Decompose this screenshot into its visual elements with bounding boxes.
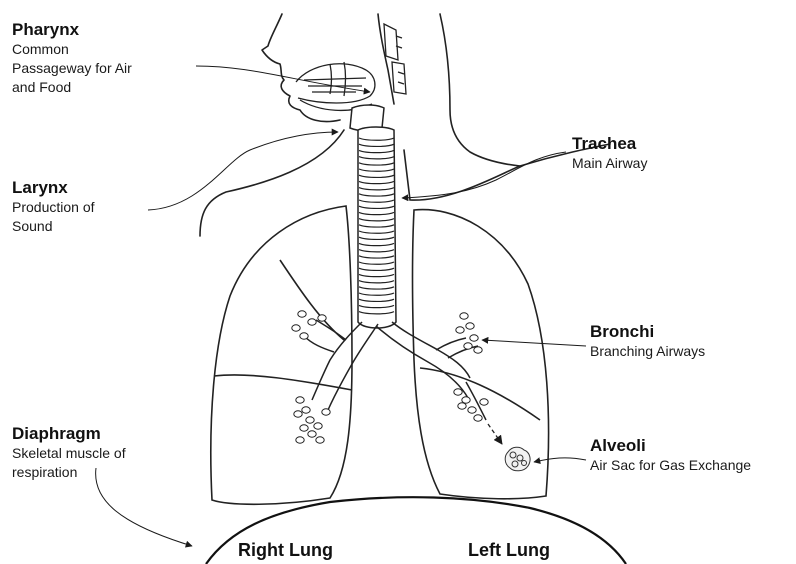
diaphragm-label: Diaphragm Skeletal muscle of respiration [12,424,126,482]
bronchiole-bud [302,407,310,413]
bronchiole-bud [462,397,470,403]
bronchiole-bud [458,403,466,409]
right-lung-shape [211,206,352,504]
bronchi-title: Bronchi [590,322,705,342]
bronchiole-bud [308,319,316,325]
bronchiole-bud [322,409,330,415]
alveoli-sac [505,447,530,471]
bronchiole-bud [470,335,478,341]
bronchiole-bud [466,323,474,329]
trachea-desc: Main Airway [572,154,647,173]
larynx-arrow [148,132,338,210]
bronchiole-bud [306,417,314,423]
bronchiole-bud [454,389,462,395]
bronchiole-bud [314,423,322,429]
bronchi-arrow [482,340,586,346]
bronchiole-bud [468,407,476,413]
left-lung-label: Left Lung [468,540,550,561]
diaphragm-title: Diaphragm [12,424,126,444]
bronchiole-bud [296,397,304,403]
bronchiole-bud [464,343,472,349]
alveoli-dashed-pointer [488,424,502,444]
bronchiole-bud [296,437,304,443]
bronchiole-bud [474,347,482,353]
larynx-desc-line-2: Sound [12,217,95,236]
bronchiole-bud [298,311,306,317]
larynx-desc-line-1: Production of [12,198,95,217]
pharynx-label: Pharynx Common Passageway for Air and Fo… [12,20,132,97]
oral-cavity [296,24,406,110]
larynx-label: Larynx Production of Sound [12,178,95,236]
bronchiole-bud [474,415,482,421]
bronchiole-bud [294,411,302,417]
bronchiole-bud [308,431,316,437]
bronchiole-bud [480,399,488,405]
bronchiole-bud [300,425,308,431]
alveoli-desc: Air Sac for Gas Exchange [590,456,751,475]
bronchiole-bud [318,315,326,321]
pharynx-title: Pharynx [12,20,132,40]
alveoli-title: Alveoli [590,436,751,456]
bronchi-label: Bronchi Branching Airways [590,322,705,361]
diaphragm-desc-line-1: Skeletal muscle of [12,444,126,463]
alveoli-arrow [534,458,586,462]
pharynx-desc-line-2: Passageway for Air [12,59,132,78]
bronchiole-bud [316,437,324,443]
pharynx-desc-line-3: and Food [12,78,132,97]
bronchiole-bud [460,313,468,319]
bronchi-desc: Branching Airways [590,342,705,361]
bronchiole-bud [300,333,308,339]
alveoli-label: Alveoli Air Sac for Gas Exchange [590,436,751,475]
trachea-label: Trachea Main Airway [572,134,647,173]
bronchiole-bud [292,325,300,331]
diaphragm-desc-line-2: respiration [12,463,126,482]
bronchiole-bud [456,327,464,333]
right-lung-label: Right Lung [238,540,333,561]
pharynx-desc-line-1: Common [12,40,132,59]
trachea-title: Trachea [572,134,647,154]
larynx-title: Larynx [12,178,95,198]
